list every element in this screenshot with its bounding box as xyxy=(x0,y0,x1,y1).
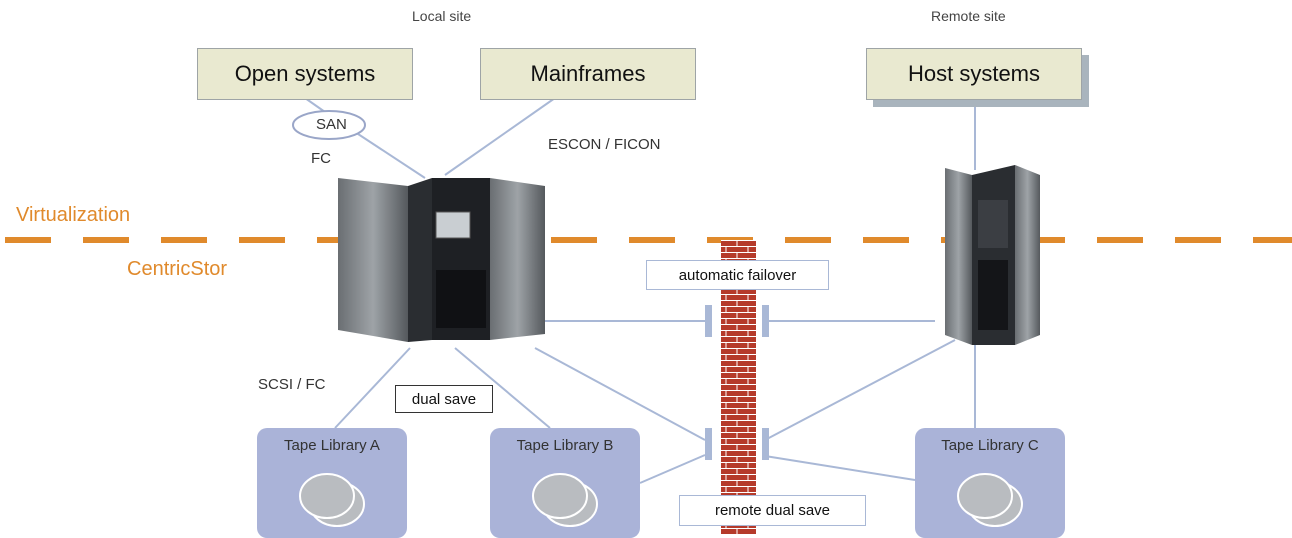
san-label: SAN xyxy=(316,116,347,133)
line-remote-link-to-library-c xyxy=(764,455,916,481)
centricstor-label: CentricStor xyxy=(127,258,228,280)
remote-site-label: Remote site xyxy=(931,8,1006,24)
san-ellipse xyxy=(292,110,366,140)
tape-reel-icon xyxy=(532,473,598,527)
tape-library-a: Tape Library A xyxy=(257,428,407,538)
centricstor-local-cabinet-icon xyxy=(338,178,545,342)
link-plates xyxy=(705,305,769,460)
fc-label: FC xyxy=(311,150,331,167)
remote-dual-save-tag: remote dual save xyxy=(679,495,866,526)
line-local-to-library-a xyxy=(334,347,411,429)
scsi-fc-label: SCSI / FC xyxy=(258,376,326,393)
line-mainframes-to-centricstor xyxy=(444,97,556,176)
line-open-systems-to-san xyxy=(304,97,326,113)
escon-ficon-label: ESCON / FICON xyxy=(548,136,661,153)
tape-library-c: Tape Library C xyxy=(915,428,1065,538)
tape-library-a-label: Tape Library A xyxy=(284,437,380,454)
line-local-to-remote-link xyxy=(534,347,706,441)
link-plate xyxy=(705,428,712,460)
tape-reel-icon xyxy=(957,473,1023,527)
link-plate xyxy=(762,428,769,460)
virtualization-label: Virtualization xyxy=(16,204,131,226)
dual-save-tag: dual save xyxy=(395,385,493,413)
line-library-b-to-remote-link xyxy=(639,454,706,484)
line-local-to-library-b xyxy=(454,347,551,429)
tape-library-c-label: Tape Library C xyxy=(941,437,1039,454)
host-systems-box: Host systems xyxy=(866,48,1082,100)
link-plate xyxy=(705,305,712,337)
tape-library-b: Tape Library B xyxy=(490,428,640,538)
link-plate xyxy=(762,305,769,337)
tape-library-b-label: Tape Library B xyxy=(516,437,614,454)
mainframes-box: Mainframes xyxy=(480,48,696,100)
open-systems-box: Open systems xyxy=(197,48,413,100)
tape-reel-icon xyxy=(299,473,365,527)
line-san-to-centricstor xyxy=(354,131,426,179)
connector-lines xyxy=(304,97,976,484)
local-site-label: Local site xyxy=(412,8,472,24)
automatic-failover-tag: automatic failover xyxy=(646,260,829,290)
remote-cabinet-icon xyxy=(945,165,1040,345)
line-remote-link-to-host xyxy=(764,339,956,441)
